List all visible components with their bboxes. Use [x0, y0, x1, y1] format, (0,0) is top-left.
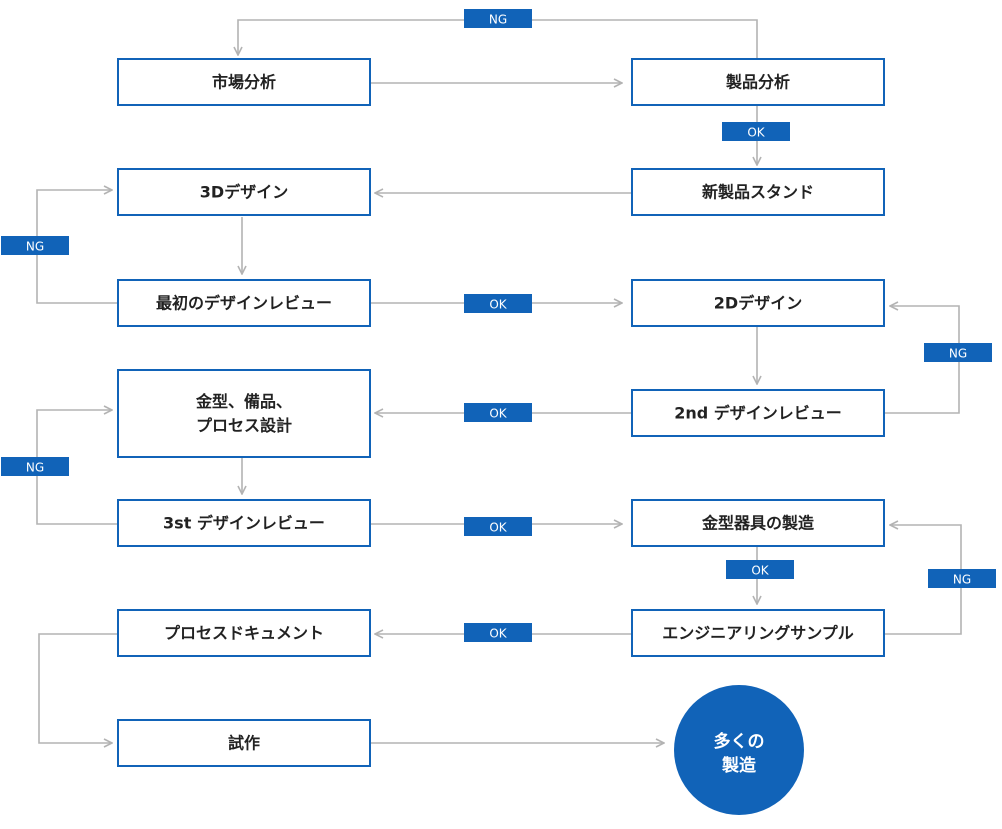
node-third-design-review-label: 3st デザインレビュー [163, 514, 325, 533]
node-new-product-stand-label: 新製品スタンド [702, 183, 814, 202]
badge-ok-sample-label: OK [489, 627, 507, 641]
badge-ok-mold-bg [726, 560, 794, 579]
badge-ng-left-2-label: NG [26, 461, 44, 475]
node-market-analysis-label: 市場分析 [212, 73, 276, 92]
badge-ok-sample-bg [464, 623, 532, 642]
node-mold-manufacturing: 金型器具の製造 [631, 499, 885, 547]
node-design-3d-box [117, 168, 371, 216]
node-second-design-review: 2nd デザインレビュー [631, 389, 885, 437]
badge-ng-top: NG [464, 9, 532, 28]
node-mass-production: 多くの 製造 [674, 685, 804, 815]
node-mold-manufacturing-label: 金型器具の製造 [701, 514, 815, 533]
node-process-document-label: プロセスドキュメント [164, 624, 324, 643]
node-product-analysis-label: 製品分析 [725, 73, 790, 92]
badge-ng-right-1-bg [924, 343, 992, 362]
badge-ok-product-label: OK [747, 126, 765, 140]
node-second-design-review-label: 2nd デザインレビュー [674, 404, 842, 423]
node-first-design-review-label: 最初のデザインレビュー [156, 294, 332, 313]
badge-ok-review-3-label: OK [489, 521, 507, 535]
node-process-document: プロセスドキュメント [117, 609, 371, 657]
badge-ng-left-1-label: NG [26, 240, 44, 254]
node-second-design-review-box [631, 389, 885, 437]
badge-ng-right-2: NG [928, 569, 996, 588]
badge-ok-review-2-bg [464, 403, 532, 422]
node-prototype-label: 試作 [228, 734, 260, 753]
badge-ok-mold-label: OK [751, 564, 769, 578]
node-process-document-box [117, 609, 371, 657]
node-prototype-box [117, 719, 371, 767]
badge-ok-product-bg [722, 122, 790, 141]
node-mold-process-design-label-2: プロセス設計 [196, 416, 292, 435]
badge-ok-review-2: OK [464, 403, 532, 422]
node-third-design-review-box [117, 499, 371, 547]
node-mold-manufacturing-box [631, 499, 885, 547]
badge-ng-top-label: NG [489, 13, 507, 27]
badge-ok-review-1-label: OK [489, 298, 507, 312]
badge-ng-right-2-bg [928, 569, 996, 588]
node-mold-process-design-label-1: 金型、備品、 [195, 392, 292, 411]
node-product-analysis: 製品分析 [631, 58, 885, 106]
node-design-2d-box [631, 279, 885, 327]
badge-ng-left-2: NG [1, 457, 69, 476]
badge-ng-right-1: NG [924, 343, 992, 362]
badge-ok-product: OK [722, 122, 790, 141]
badge-ng-right-1-label: NG [949, 347, 967, 361]
node-design-2d-label: 2Dデザイン [714, 294, 802, 313]
badge-ng-left-2-bg [1, 457, 69, 476]
node-new-product-stand: 新製品スタンド [631, 168, 885, 216]
node-market-analysis-box [117, 58, 371, 106]
node-engineering-sample-label: エンジニアリングサンプル [662, 624, 854, 643]
badge-ng-right-2-label: NG [953, 573, 971, 587]
badge-ok-review-2-label: OK [489, 407, 507, 421]
node-mold-process-design-box [117, 369, 371, 458]
node-mold-process-design: 金型、備品、プロセス設計 [117, 369, 371, 458]
node-design-2d: 2Dデザイン [631, 279, 885, 327]
node-engineering-sample-box [631, 609, 885, 657]
node-third-design-review: 3st デザインレビュー [117, 499, 371, 547]
badge-ok-review-3: OK [464, 517, 532, 536]
node-market-analysis: 市場分析 [117, 58, 371, 106]
node-first-design-review-box [117, 279, 371, 327]
node-engineering-sample: エンジニアリングサンプル [631, 609, 885, 657]
badge-ok-review-1: OK [464, 294, 532, 313]
node-prototype: 試作 [117, 719, 371, 767]
badge-ng-left-1: NG [1, 236, 69, 255]
node-mass-production-line-2: 製造 [721, 755, 757, 776]
node-first-design-review: 最初のデザインレビュー [117, 279, 371, 327]
badge-ok-sample: OK [464, 623, 532, 642]
badge-ok-review-1-bg [464, 294, 532, 313]
badge-ng-top-bg [464, 9, 532, 28]
badge-ok-mold: OK [726, 560, 794, 579]
status-badges: NG OK NG OK NG OK NG OK OK NG OK [1, 9, 996, 642]
badge-ng-left-1-bg [1, 236, 69, 255]
badge-ok-review-3-bg [464, 517, 532, 536]
node-product-analysis-box [631, 58, 885, 106]
edge-document-to-prototype [38, 633, 117, 743]
node-design-3d-label: 3Dデザイン [200, 183, 288, 202]
node-design-3d: 3Dデザイン [117, 168, 371, 216]
node-mass-production-line-1: 多くの [714, 731, 765, 752]
node-new-product-stand-box [631, 168, 885, 216]
